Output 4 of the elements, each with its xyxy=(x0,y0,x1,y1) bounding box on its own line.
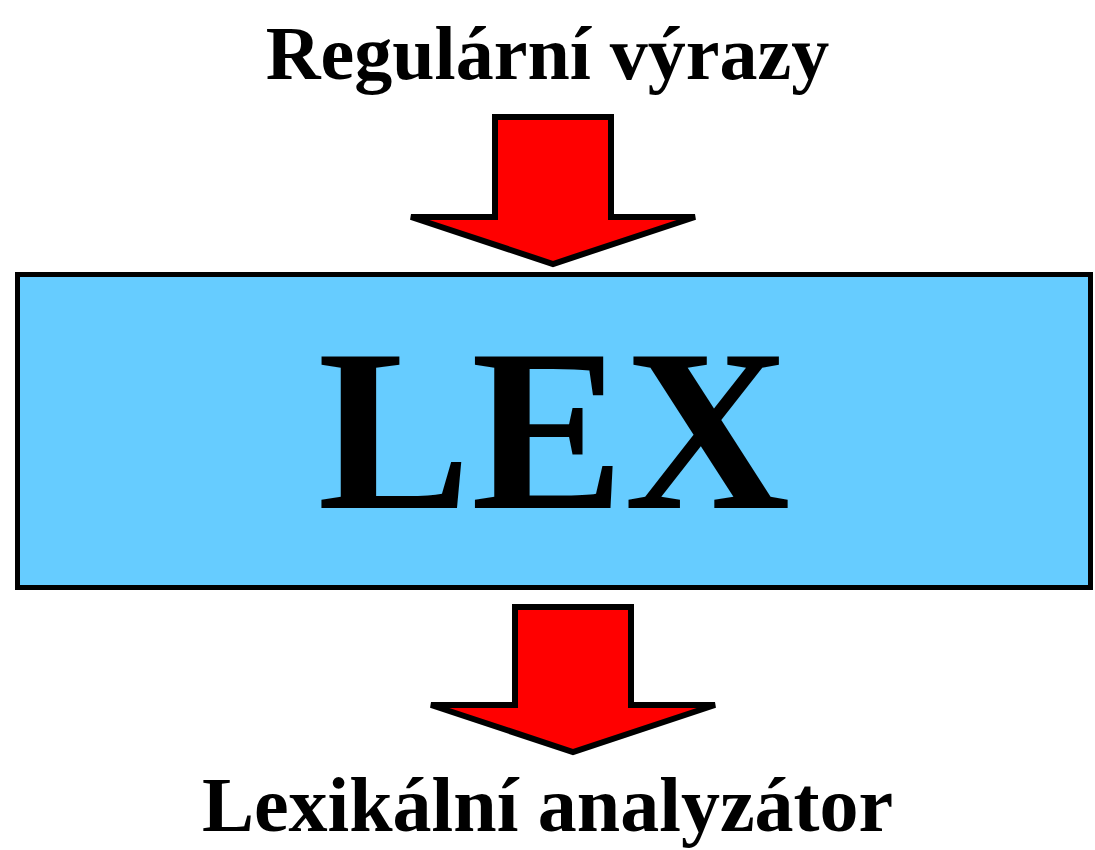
block-arrow xyxy=(428,604,718,756)
block-arrow xyxy=(408,114,698,268)
process-box xyxy=(15,272,1093,590)
box-title: LEX xyxy=(317,316,791,546)
